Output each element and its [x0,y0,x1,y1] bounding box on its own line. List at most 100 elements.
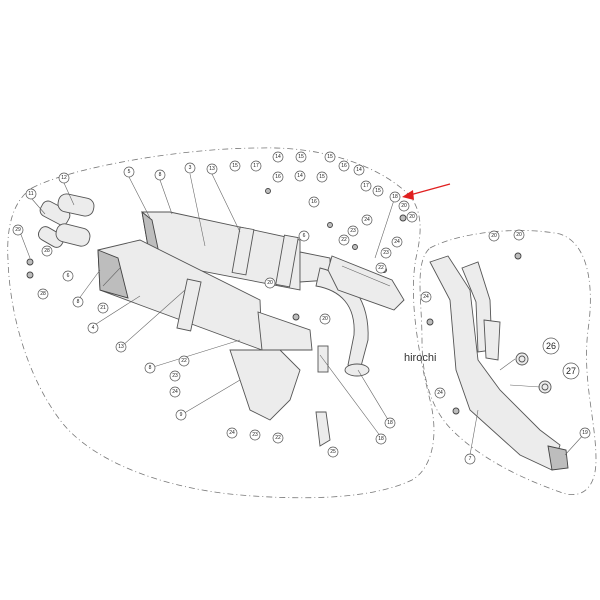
svg-text:24: 24 [423,294,429,300]
callout-6-right: 6 [298,230,310,242]
callout-23-a: 23 [347,225,359,237]
callout-16-c: 16 [308,196,320,208]
callout-22-c: 22 [178,355,190,367]
lower-silencer [97,239,313,351]
svg-text:29: 29 [15,227,21,233]
header-pipe [429,255,569,471]
svg-text:21: 21 [100,305,106,311]
callout-13-bottom: 13 [115,341,127,353]
svg-text:13: 13 [118,344,124,350]
callout-18-top: 18 [389,191,401,203]
svg-text:8: 8 [149,365,152,371]
svg-text:15: 15 [319,174,325,180]
svg-text:24: 24 [364,217,370,223]
callout-14-b: 14 [353,164,365,176]
svg-text:7: 7 [469,456,472,462]
svg-text:19: 19 [582,430,588,436]
callout-25: 25 [327,446,339,458]
callout-13-top: 13 [206,163,218,175]
svg-text:20: 20 [409,214,415,220]
callout-24-e: 24 [420,291,432,303]
upper-silencer [141,210,331,291]
svg-text:15: 15 [375,188,381,194]
svg-text:27: 27 [566,366,576,376]
callout-24-c: 24 [169,386,181,398]
callout-8-top: 8 [154,169,166,181]
callout-14-a: 14 [272,151,284,163]
callout-15-d: 15 [372,185,384,197]
svg-text:20: 20 [267,280,273,286]
callout-9: 9 [175,409,187,421]
callout-8-mid: 8 [72,296,84,308]
callout-6-left: 6 [62,270,74,282]
leader-lines [19,173,586,456]
svg-text:9: 9 [180,412,183,418]
callout-12: 12 [58,172,70,184]
svg-text:6: 6 [67,273,70,279]
svg-text:25: 25 [330,449,336,455]
svg-text:23: 23 [172,373,178,379]
svg-text:4: 4 [92,325,95,331]
callout-16-a: 16 [272,171,284,183]
callout-27: 27 [562,362,580,380]
callout-15-a: 15 [229,160,241,172]
svg-text:28: 28 [44,248,50,254]
svg-text:23: 23 [252,432,258,438]
svg-text:24: 24 [394,239,400,245]
hardware [26,188,522,415]
svg-text:24: 24 [437,390,443,396]
callout-15-c: 15 [324,151,336,163]
svg-text:5: 5 [128,169,131,175]
gaskets [515,352,552,394]
right-group-boundary [419,230,597,496]
svg-text:28: 28 [40,291,46,297]
callout-28-b: 28 [37,288,49,300]
svg-text:6: 6 [303,233,306,239]
svg-text:22: 22 [275,435,281,441]
callout-24-f: 24 [434,387,446,399]
svg-text:3: 3 [189,165,192,171]
svg-text:22: 22 [378,265,384,271]
svg-text:14: 14 [275,154,281,160]
callout-17-b: 17 [360,180,372,192]
callout-20-c: 20 [398,200,410,212]
callout-21: 21 [97,302,109,314]
callout-16-b: 16 [338,160,350,172]
svg-text:13: 13 [209,166,215,172]
callout-4: 4 [87,322,99,334]
callout-22-b: 22 [375,262,387,274]
svg-text:17: 17 [253,163,259,169]
callout-20-d: 20 [406,211,418,223]
callout-20-e: 20 [488,230,500,242]
callout-23-c: 23 [169,370,181,382]
clamp-pair [37,193,95,248]
svg-text:15: 15 [327,154,333,160]
svg-text:12: 12 [61,175,67,181]
callout-24-a: 24 [361,214,373,226]
svg-text:20: 20 [491,233,497,239]
callout-3: 3 [184,162,196,174]
callout-15-e: 15 [316,171,328,183]
svg-text:17: 17 [363,183,369,189]
callout-11: 11 [25,188,37,200]
callout-20-b: 20 [319,313,331,325]
callout-23-b: 23 [380,247,392,259]
callout-14-c: 14 [294,170,306,182]
svg-text:11: 11 [28,191,33,197]
callout-5: 5 [123,166,135,178]
svg-text:24: 24 [229,430,235,436]
svg-text:14: 14 [297,173,303,179]
callout-19: 19 [579,427,591,439]
heat-shield [327,255,405,311]
callout-24-d: 24 [226,427,238,439]
svg-text:23: 23 [383,250,389,256]
callout-20-a: 20 [264,277,276,289]
svg-text:15: 15 [232,163,238,169]
svg-text:24: 24 [172,389,178,395]
svg-text:23: 23 [350,228,356,234]
svg-text:18: 18 [387,420,393,426]
svg-text:26: 26 [546,341,556,351]
callout-8-bottom: 8 [144,362,156,374]
